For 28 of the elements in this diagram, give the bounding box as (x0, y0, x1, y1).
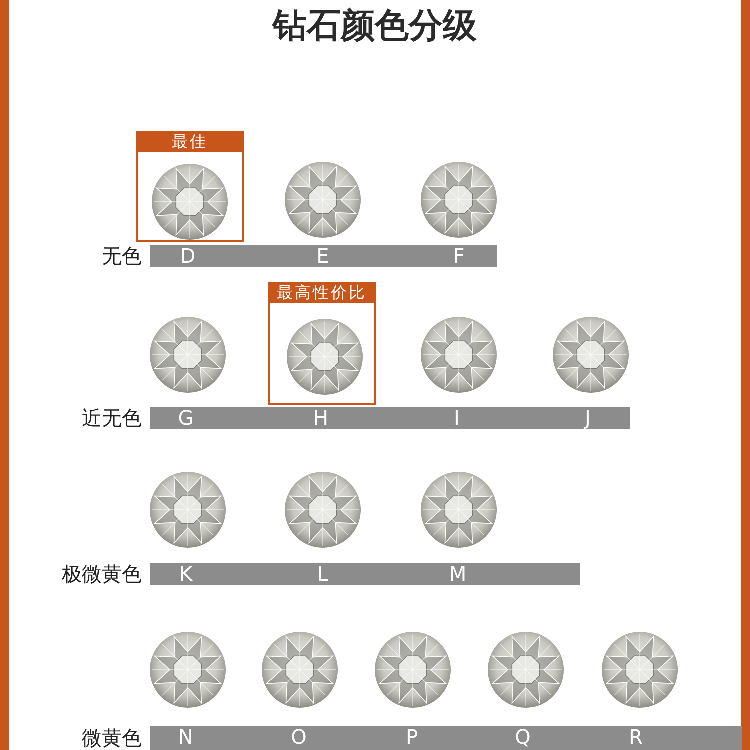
title: 钻石颜色分级 (271, 5, 478, 48)
highlight-frame (136, 131, 244, 242)
grade-letter: P (406, 726, 418, 748)
grade-letter: G (178, 407, 194, 429)
grade-category-label: 近无色 (82, 405, 142, 432)
grade-letter: L (317, 563, 329, 585)
grade-letter: F (453, 245, 465, 267)
highlight-tag: 最佳 (136, 131, 244, 152)
grade-category-label: 极微黄色 (62, 561, 142, 588)
grade-letter: K (179, 563, 193, 585)
grade-letter: J (585, 407, 591, 429)
highlight-frame (268, 282, 376, 405)
grade-letter: E (316, 245, 330, 267)
grade-letter: O (291, 726, 307, 748)
grade-letter: H (313, 407, 329, 429)
grade-bar (150, 563, 580, 585)
grade-letter: M (449, 563, 467, 585)
grade-letter: N (178, 726, 194, 748)
grade-letter: D (180, 245, 196, 267)
grade-letter: I (454, 407, 460, 429)
grade-category-label: 微黄色 (82, 725, 142, 750)
grade-category-label: 无色 (102, 243, 142, 270)
grade-letter: R (629, 726, 643, 748)
highlight-tag: 最高性价比 (268, 282, 376, 303)
grade-bar (150, 407, 630, 429)
grade-letter: Q (515, 726, 531, 748)
grade-bar (150, 245, 497, 267)
grade-bar (150, 726, 742, 750)
